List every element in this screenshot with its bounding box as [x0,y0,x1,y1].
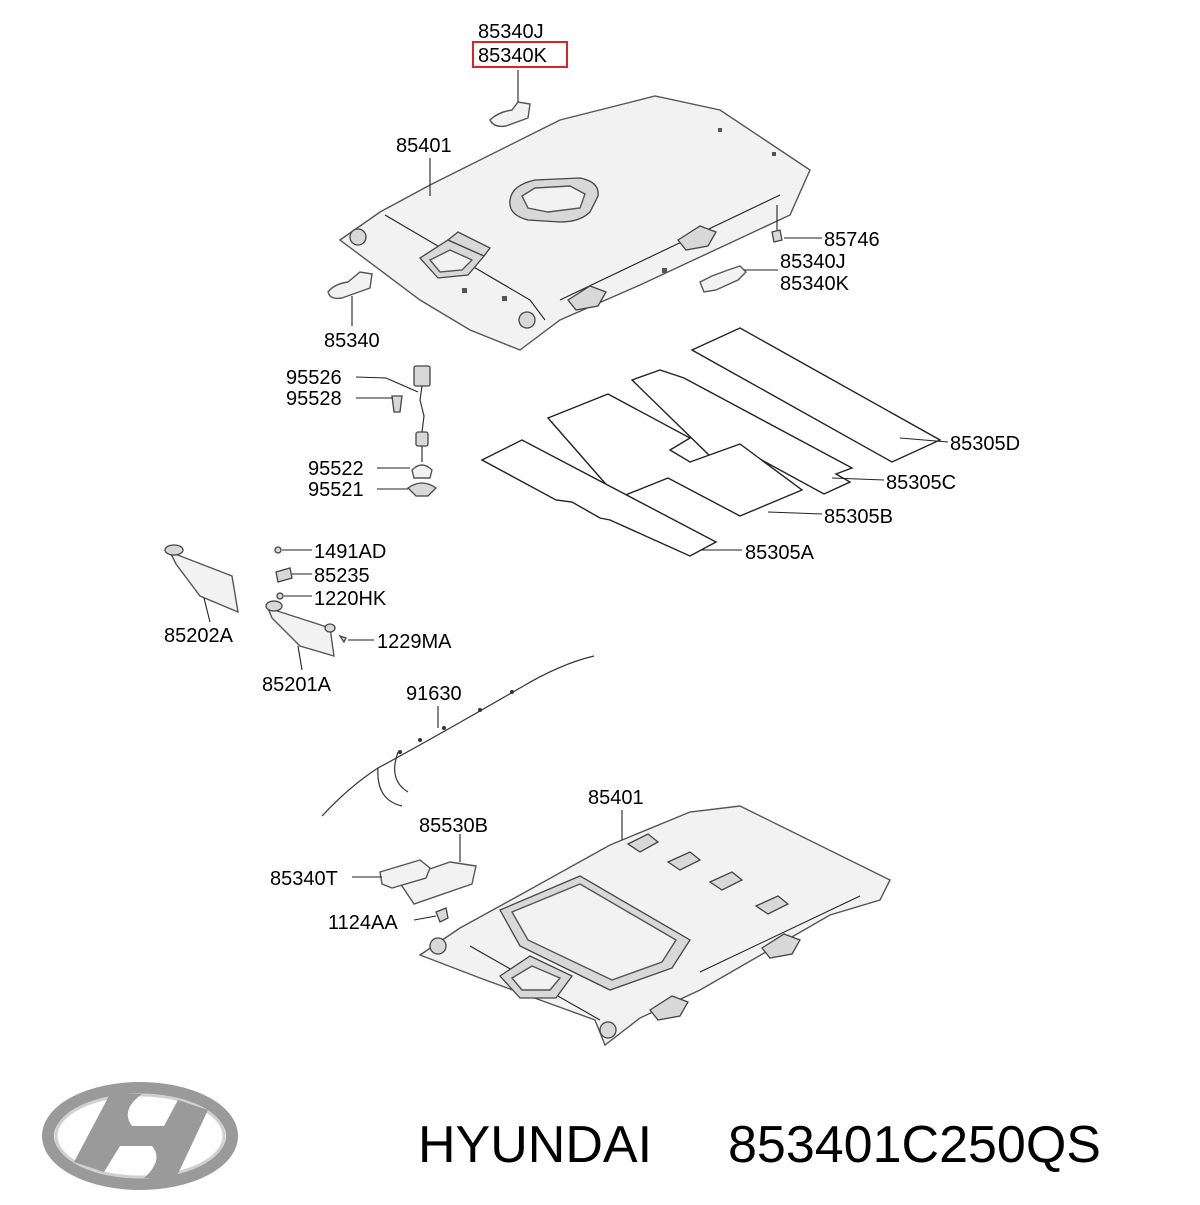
panel-85305b [546,393,804,517]
screw-1124aa [413,907,449,923]
label-85340k-top: 85340K [478,45,548,67]
label-95528: 95528 [286,388,342,410]
sunroof-frame [499,875,691,991]
brand-name: HYUNDAI [418,1116,652,1174]
label-85340t: 85340T [270,868,338,890]
lamp-opening [419,231,491,279]
lamp-opening-lower [499,955,573,999]
label-95526: 95526 [286,367,342,389]
label-85340: 85340 [324,330,380,352]
sun-visor-right [265,600,336,671]
panel-85305a [480,439,718,557]
part-number: 853401C250QS [728,1116,1101,1174]
visor-hardware [274,546,374,644]
sunroof-recess [509,177,599,223]
label-1124aa: 1124AA [328,912,398,934]
clip-hole [349,228,367,246]
headliner-lower [418,805,891,1047]
handle-pad [677,225,717,251]
wiring-harness [321,655,595,817]
headliner-upper [338,95,811,351]
label-85746: 85746 [824,229,880,251]
label-85305c: 85305C [886,472,956,494]
label-85340k-side: 85340K [780,273,850,295]
overhead-console [352,834,477,905]
label-1220hk: 1220HK [314,588,387,610]
label-85201a: 85201A [262,674,332,696]
sun-visor-left [164,544,239,623]
assist-handle-side [699,265,778,293]
label-85235: 85235 [314,565,370,587]
assist-handle-left [327,271,373,326]
handle-pad [567,285,607,311]
lamp-wiring [391,365,438,497]
clip-85746 [771,205,822,243]
label-85202a: 85202A [164,625,234,647]
label-85305a: 85305A [745,542,815,564]
label-85401-upper: 85401 [396,135,452,157]
label-91630: 91630 [406,683,462,705]
label-85530b: 85530B [419,815,488,837]
clip-hole [518,311,536,329]
label-1229ma: 1229MA [377,631,452,653]
highlight-box [472,41,568,68]
label-85401-lower: 85401 [588,787,644,809]
assist-handle-top [489,70,531,128]
label-85340j-side: 85340J [780,251,846,273]
hyundai-logo [42,1082,238,1190]
panel-85305d [690,327,942,463]
label-85305d: 85305D [950,433,1020,455]
label-1491ad: 1491AD [314,541,386,563]
label-85305b: 85305B [824,506,893,528]
label-85340j-top: 85340J [478,21,544,43]
label-95521: 95521 [308,479,364,501]
label-95522: 95522 [308,458,364,480]
